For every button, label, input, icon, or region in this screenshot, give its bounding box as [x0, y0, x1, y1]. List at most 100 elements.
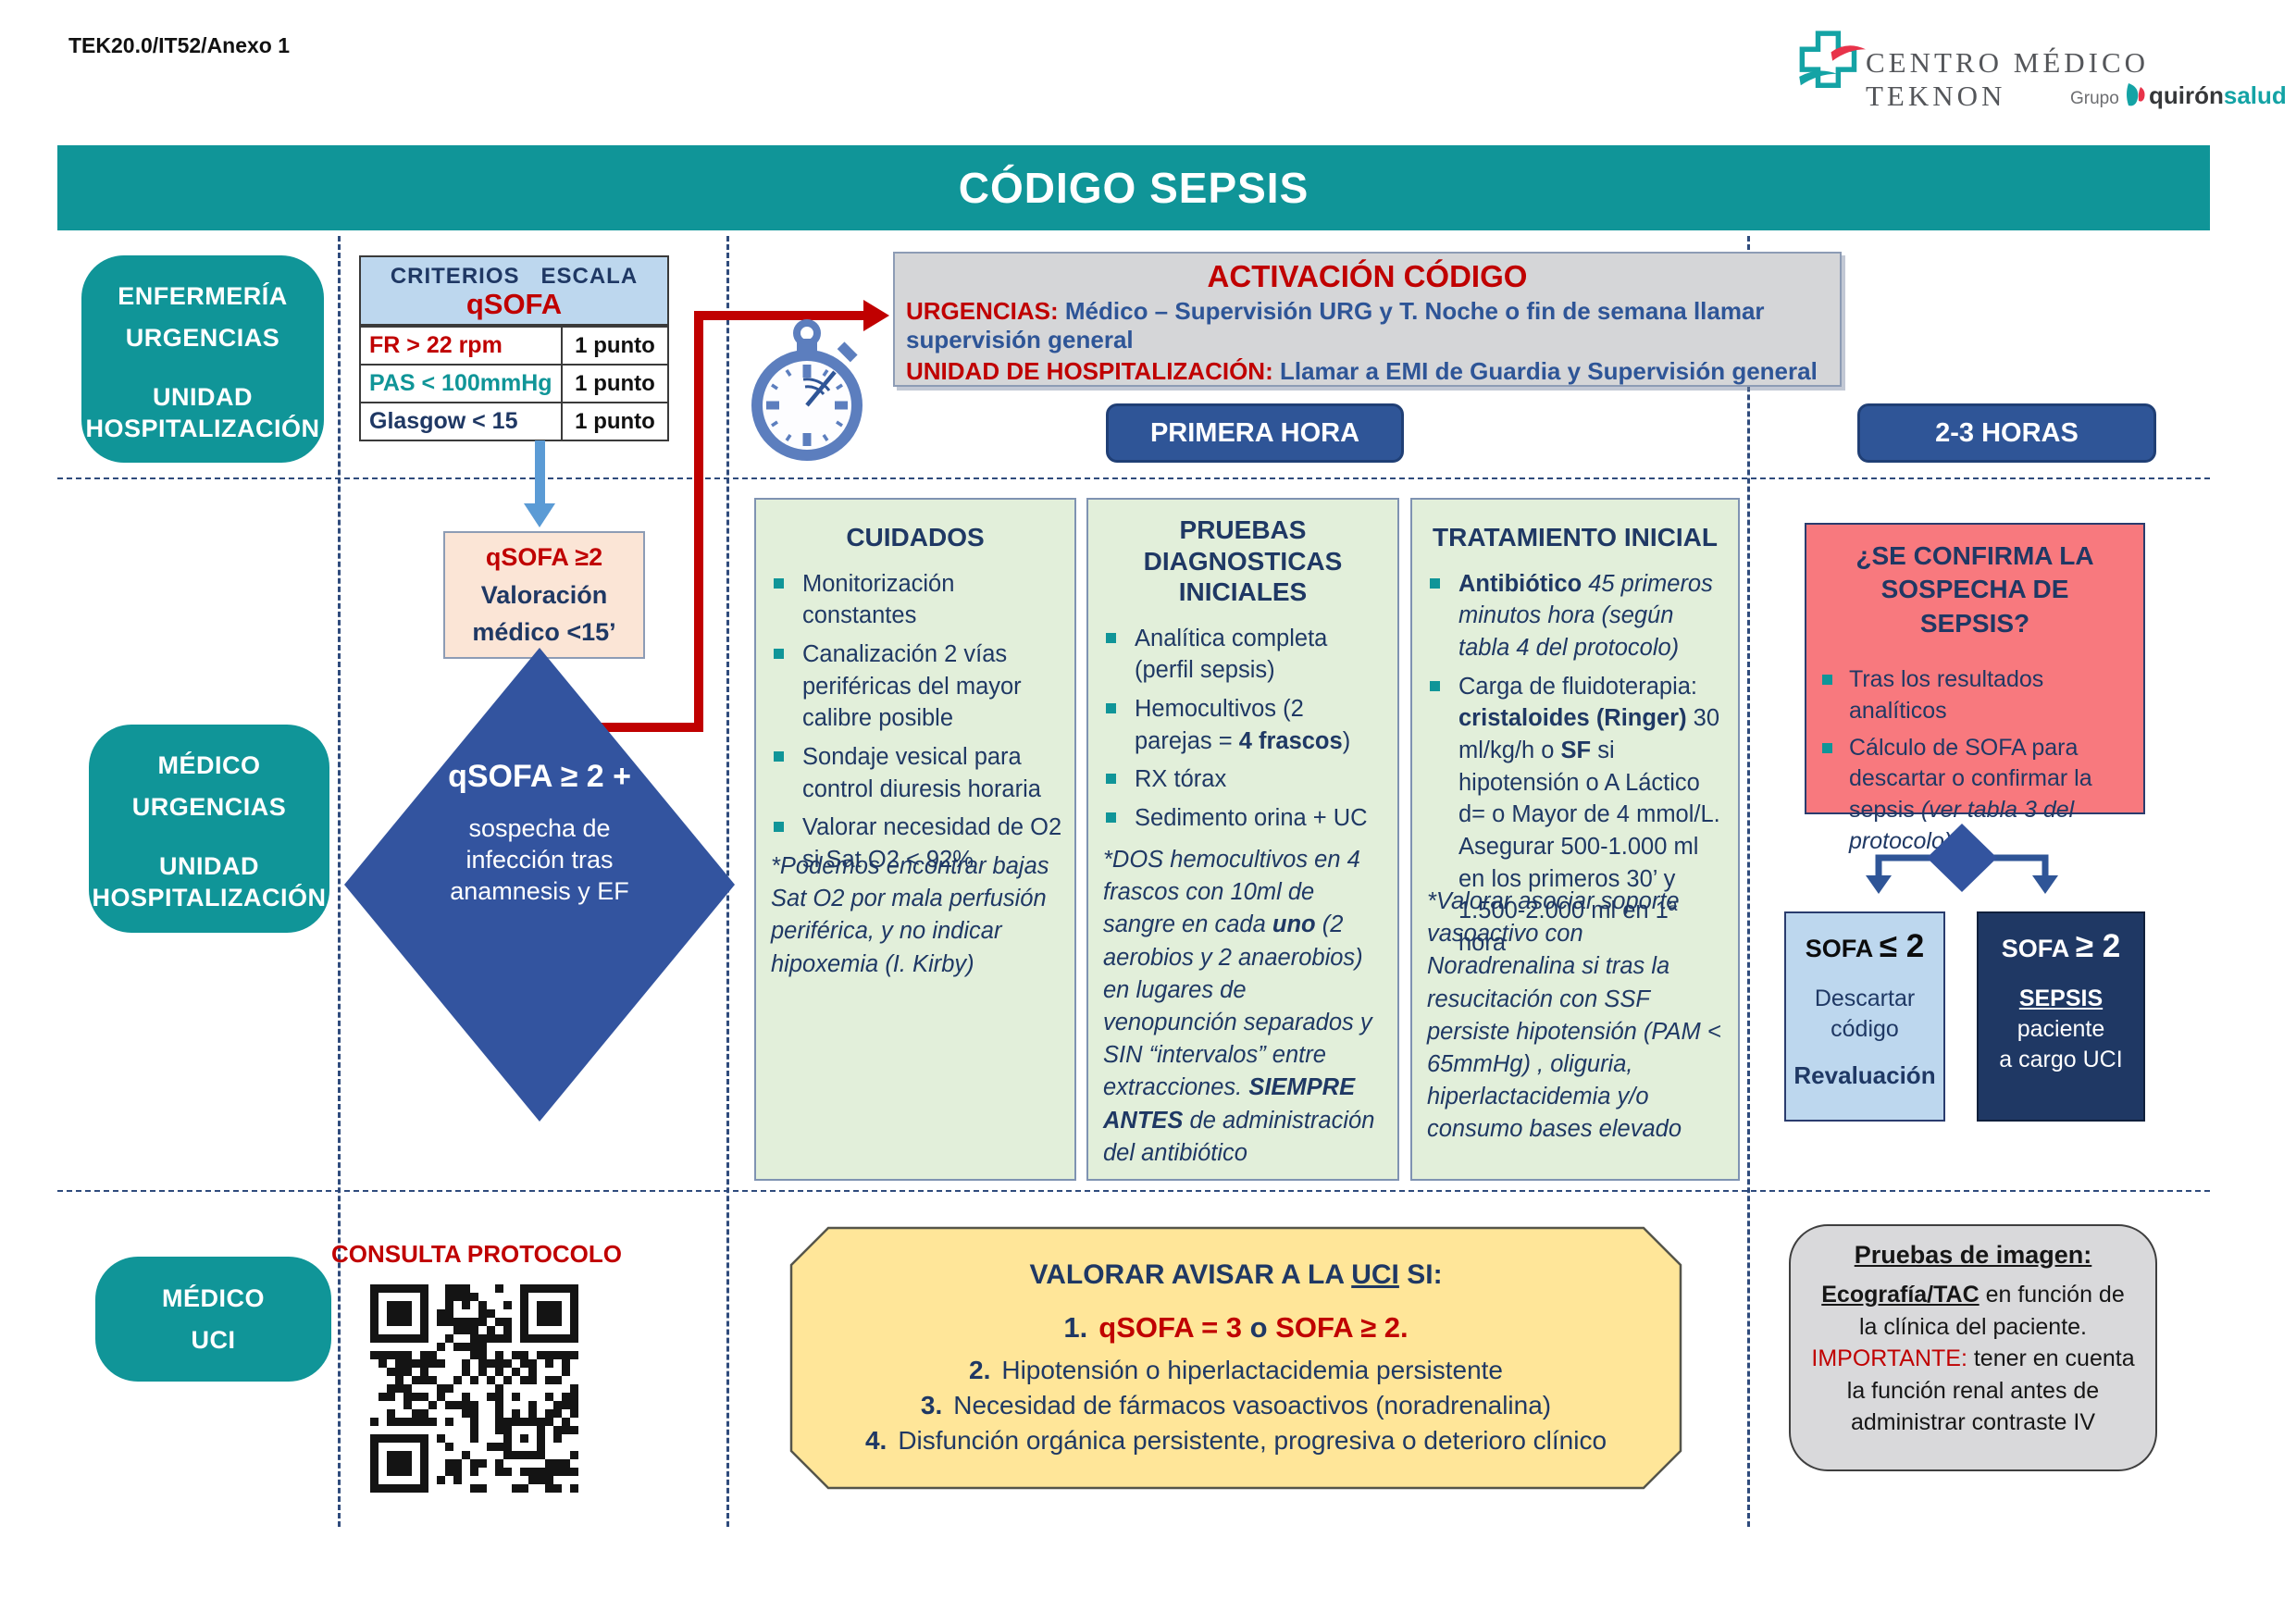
confirm-title-line1: ¿SE CONFIRMA LA SOSPECHA DE: [1855, 541, 2094, 604]
activation-arrow-head: [863, 300, 889, 331]
lane1-line: HOSPITALIZACIÓN: [85, 414, 320, 442]
lane2-line: UNIDAD: [159, 852, 259, 880]
valoracion-box: qSOFA ≥2 Valoración médico <15’: [443, 531, 645, 659]
phase-primera-hora: PRIMERA HORA: [1106, 403, 1404, 463]
imaging-title: Pruebas de imagen:: [1854, 1241, 2092, 1269]
tratamiento-box: TRATAMIENTO INICIAL Antibiótico 45 prime…: [1410, 498, 1740, 1181]
qsofa-row-fr: FR > 22 rpm 1 punto: [361, 326, 667, 364]
decision-diamond-text: qSOFA ≥ 2 + sospecha de infección tras a…: [415, 759, 664, 907]
confirm-item: Cálculo de SOFA para descartar o confirm…: [1818, 733, 2134, 858]
lane2-line: URGENCIAS: [131, 793, 287, 821]
pruebas-item: Hemocultivos (2 parejas = 4 frascos): [1101, 693, 1386, 757]
qsofa-row-glasgow: Glasgow < 15 1 punto: [361, 402, 667, 440]
lane-divider-horizontal-1: [57, 477, 2210, 479]
cuidados-item: Canalización 2 vías periféricas del mayo…: [769, 638, 1063, 735]
activation-line2-text: Llamar a EMI de Guardia y Supervisión ge…: [1272, 357, 1818, 385]
tratamiento-item: Carga de fluidoterapia: cristaloides (Ri…: [1425, 671, 1727, 960]
sofa-branch-connector: [1866, 824, 2058, 894]
pruebas-box: PRUEBAS DIAGNOSTICAS INICIALES Analítica…: [1086, 498, 1399, 1181]
document-code: TEK20.0/IT52/Anexo 1: [68, 33, 291, 57]
qsofa-criterion: FR > 22 rpm: [361, 328, 563, 364]
confirm-title: ¿SE CONFIRMA LA SOSPECHA DE SEPSIS?: [1806, 539, 2143, 640]
confirm-sepsis-box: ¿SE CONFIRMA LA SOSPECHA DE SEPSIS? Tras…: [1805, 523, 2145, 854]
qsofa-criterion: Glasgow < 15: [361, 403, 563, 440]
logo-group-label: Grupo: [2070, 89, 2119, 108]
cuidados-item: Sondaje vesical para control diuresis ho…: [769, 741, 1063, 805]
sofa-low-line: código: [1831, 1016, 1899, 1042]
qsofa-header-line2: qSOFA: [465, 287, 563, 320]
decision-diamond: [344, 648, 735, 1122]
pruebas-item: Sedimento orina + UC: [1101, 802, 1386, 835]
lane1-line: UNIDAD: [153, 382, 253, 411]
pruebas-list: Analítica completa (perfil sepsis) Hemoc…: [1088, 623, 1397, 835]
sofa-high-title: SOFA ≥ 2: [2001, 928, 2121, 964]
uci-criteria-item-3: 3.Necesidad de fármacos vasoactivos (nor…: [920, 1391, 1552, 1419]
phase-primera-hora-label: PRIMERA HORA: [1149, 417, 1360, 448]
cuidados-list: Monitorización constantes Canalización 2…: [756, 568, 1074, 876]
activation-line2-label: UNIDAD DE HOSPITALIZACIÓN:: [906, 357, 1273, 385]
valoracion-line3: médico <15’: [472, 618, 616, 647]
activation-line1-text: Médico – Supervisión URG y T. Noche o fi…: [906, 297, 1765, 353]
pruebas-title-line1: PRUEBAS DIAGNOSTICAS: [1143, 515, 1343, 576]
tratamiento-item: Antibiótico 45 primeros minutos hora (se…: [1425, 568, 1727, 664]
lane3-line: UCI: [191, 1325, 236, 1354]
uci-criteria-item-4: 4.Disfunción orgánica persistente, progr…: [864, 1426, 1607, 1455]
tratamiento-note: *Valorar asociar soporte vasoactivo con …: [1427, 888, 1721, 1143]
sofa-low-title: SOFA ≤ 2: [1805, 928, 1925, 964]
pruebas-title: PRUEBAS DIAGNOSTICAS INICIALES: [1088, 514, 1397, 608]
cuidados-item: Monitorización constantes: [769, 568, 1063, 632]
sofa-high-box: SOFA ≥ 2 SEPSIS paciente a cargo UCI: [1977, 911, 2145, 1122]
qsofa-header-line1: CRITERIOS ESCALA: [390, 263, 639, 289]
qsofa-points: 1 punto: [575, 408, 655, 434]
lane-label-medico-urgencias: MÉDICO URGENCIAS UNIDAD HOSPITALIZACIÓN: [89, 725, 329, 933]
sofa-high-line: SEPSIS paciente: [2017, 986, 2105, 1042]
diamond-condition: qSOFA ≥ 2 +: [448, 759, 631, 794]
teknon-cross-icon: [1799, 31, 1866, 89]
flow-arrow-down: [535, 440, 545, 505]
qsofa-row-pas: PAS < 100mmHg 1 punto: [361, 364, 667, 402]
cuidados-note: *Podemos encontrar bajas Sat O2 por mala…: [771, 853, 1049, 977]
lane1-line: ENFERMERÍA: [118, 281, 288, 310]
diamond-line: anamnesis y EF: [450, 876, 629, 905]
qsofa-table-header: CRITERIOS ESCALA qSOFA: [361, 257, 667, 326]
lane2-line: HOSPITALIZACIÓN: [92, 884, 327, 911]
logo-brand-salud: salud: [2223, 81, 2287, 109]
uci-criteria-shape: [789, 1226, 1682, 1490]
imaging-body: Ecografía/TAC en función de la clínica d…: [1811, 1282, 2135, 1435]
activation-line1-label: URGENCIAS:: [906, 297, 1059, 325]
sofa-high-line: a cargo UCI: [1999, 1047, 2123, 1072]
diamond-line: infección tras: [465, 845, 614, 874]
valoracion-line1: qSOFA ≥2: [485, 543, 603, 572]
uci-criteria-box: VALORAR AVISAR A LA UCI SI: 1.qSOFA = 3 …: [789, 1226, 1682, 1490]
activation-code-box: ACTIVACIÓN CÓDIGO URGENCIAS: Médico – Su…: [893, 252, 1842, 387]
confirm-list: Tras los resultados analíticos Cálculo d…: [1806, 664, 2143, 858]
activation-arrow-segment: [694, 311, 703, 732]
activation-line-urgencias: URGENCIAS: Médico – Supervisión URG y T.…: [906, 297, 1840, 354]
title-bar: CÓDIGO SEPSIS: [57, 145, 2210, 230]
flow-arrow-down-head: [524, 503, 555, 527]
lane1-line: URGENCIAS: [125, 323, 280, 352]
stopwatch-icon: [751, 319, 863, 461]
logo-brand-quiron: quirón: [2149, 81, 2224, 109]
imaging-box: Pruebas de imagen: Ecografía/TAC en func…: [1789, 1224, 2157, 1471]
lane-divider-vertical-1: [338, 236, 341, 1527]
activation-arrow-segment: [694, 311, 865, 320]
qsofa-criterion: PAS < 100mmHg: [361, 366, 563, 402]
diamond-line: sospecha de: [468, 814, 611, 842]
consulta-protocolo-label: CONSULTA PROTOCOLO: [331, 1240, 622, 1268]
sofa-low-box: SOFA ≤ 2 Descartar código Revaluación: [1784, 911, 1945, 1122]
activation-title: ACTIVACIÓN CÓDIGO: [1207, 259, 1528, 293]
page-title: CÓDIGO SEPSIS: [958, 164, 1309, 212]
activation-arrow-segment: [600, 723, 703, 732]
cuidados-item: Valorar necesidad de O2 si Sat O2 < 92%: [769, 812, 1063, 875]
qsofa-points: 1 punto: [575, 332, 655, 358]
pruebas-item: Analítica completa (perfil sepsis): [1101, 623, 1386, 687]
logo-hospital-name: CENTRO MÉDICO TEKNON: [1866, 46, 2150, 112]
lane3-line: MÉDICO: [162, 1283, 265, 1312]
cuidados-box: CUIDADOS Monitorización constantes Canal…: [754, 498, 1076, 1181]
sofa-low-revaluacion: Revaluación: [1793, 1061, 1936, 1089]
lane-label-medico-uci: MÉDICO UCI: [95, 1257, 331, 1382]
activation-line-hospitalizacion: UNIDAD DE HOSPITALIZACIÓN: Llamar a EMI …: [906, 357, 1840, 386]
sofa-low-line: Descartar: [1814, 986, 1916, 1011]
